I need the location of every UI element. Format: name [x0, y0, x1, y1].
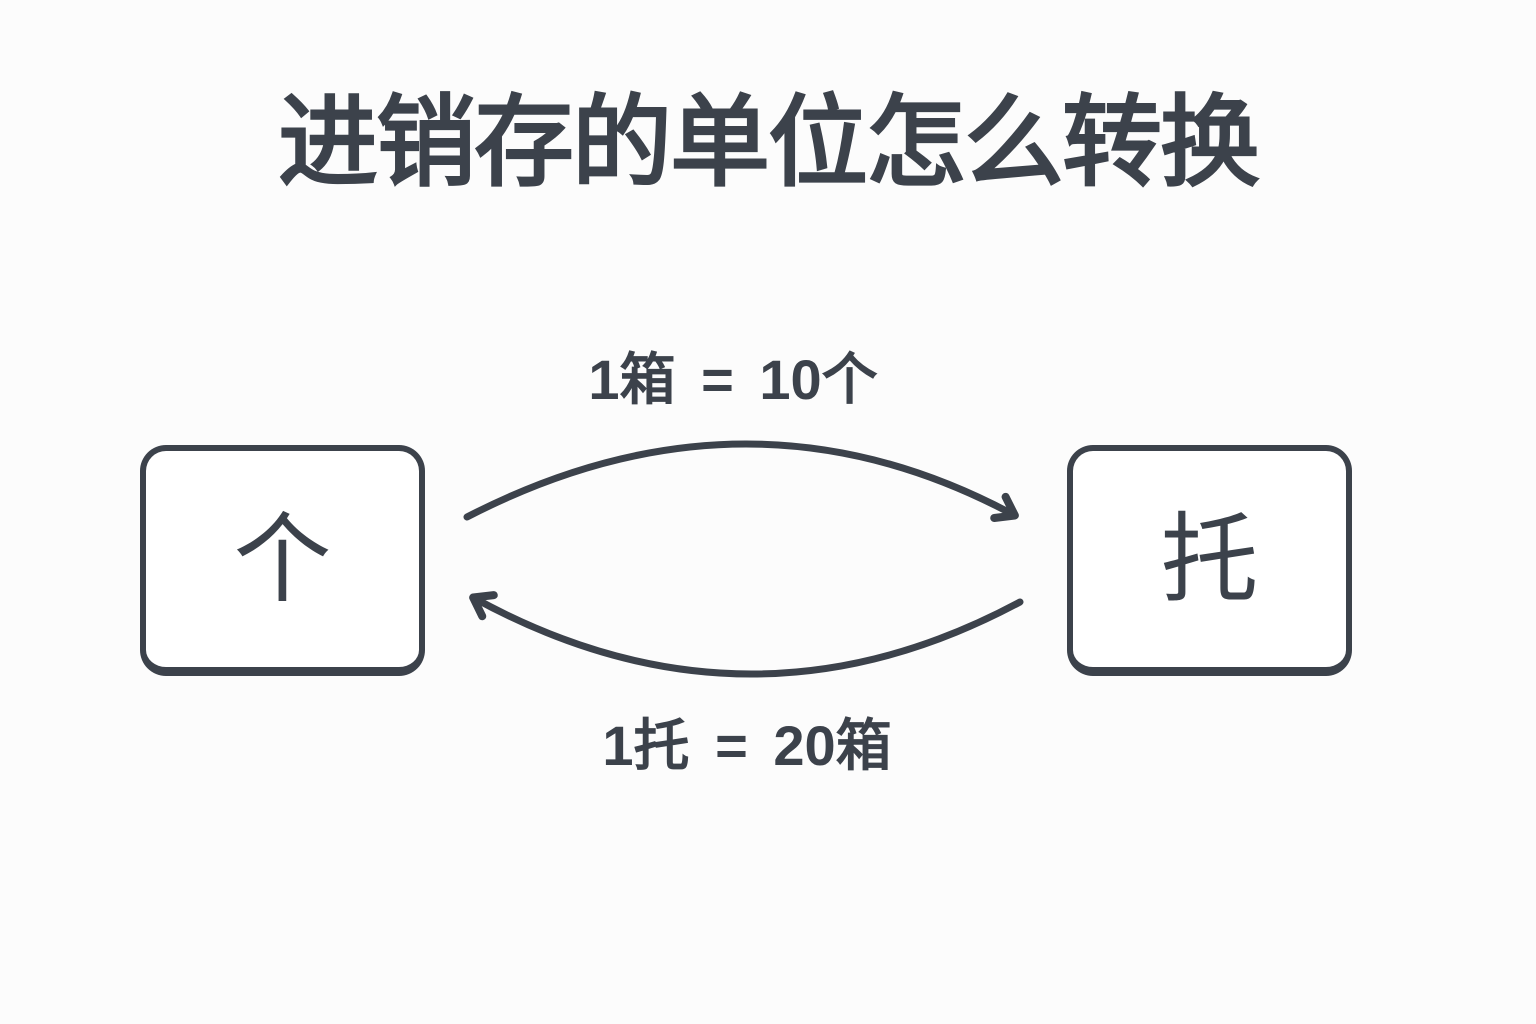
- bottom-conversion-label: 1托 = 20箱: [602, 714, 892, 777]
- unit-node-piece: 个: [140, 445, 425, 676]
- unit-node-pallet: 托: [1067, 445, 1352, 676]
- page-title: 进销存的单位怎么转换: [278, 87, 1260, 199]
- unit-node-piece-label: 个: [233, 504, 332, 614]
- top-conversion-label: 1箱 = 10个: [588, 348, 878, 411]
- right-arrow: [463, 440, 1019, 523]
- unit-node-pallet-label: 托: [1160, 504, 1259, 614]
- left-arrow: [469, 591, 1024, 678]
